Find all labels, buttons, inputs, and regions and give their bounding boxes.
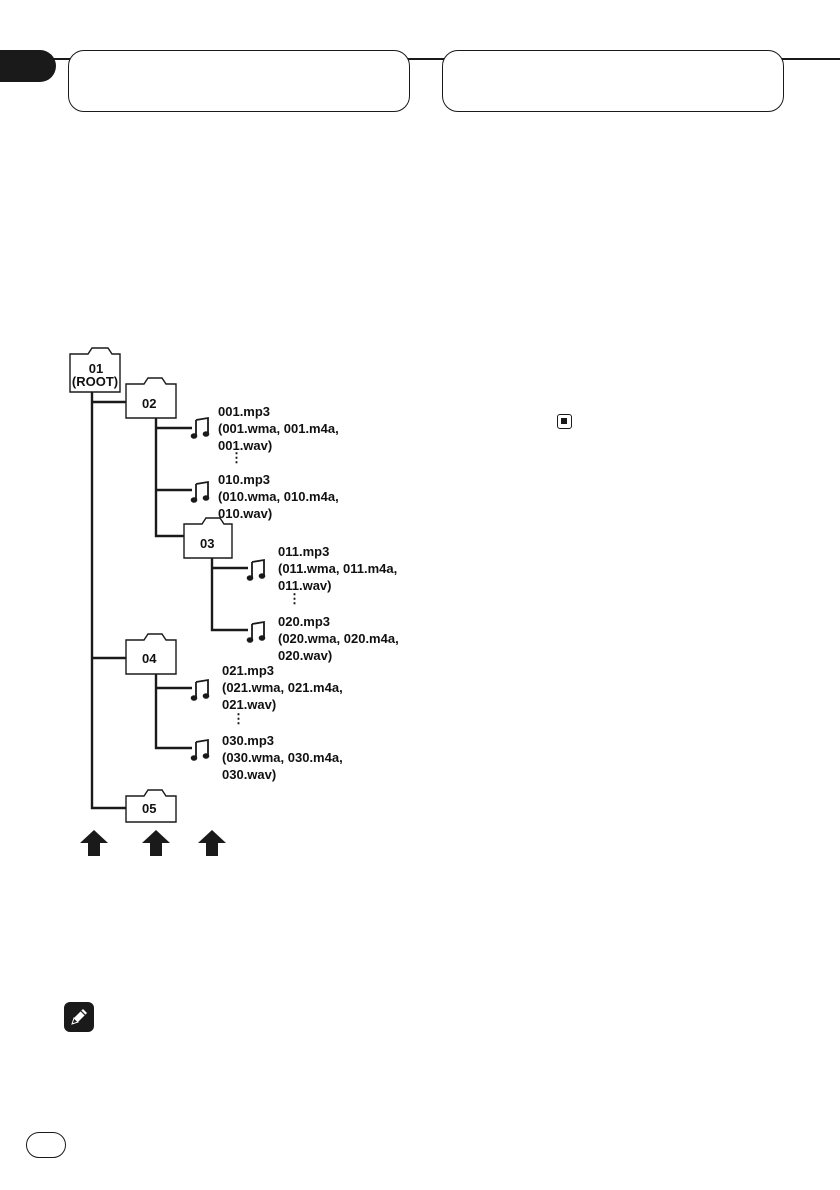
folder-root-label: (ROOT) [71, 374, 119, 389]
music-note-icon-1 [190, 416, 210, 439]
folder-icon-04 [125, 633, 177, 675]
file-name-4: 020.mp3 [278, 614, 331, 629]
folder-icon-02 [125, 377, 177, 419]
file-name-6: 030.mp3 [222, 733, 275, 748]
music-note-icon-6 [190, 738, 210, 761]
file-last-2: 010.wav) [218, 506, 273, 521]
file-alts-1: (001.wma, 001.m4a, [218, 421, 339, 436]
file-last-6: 030.wav) [222, 767, 277, 782]
folder-icon-root [69, 347, 121, 393]
folder-04-label: 04 [142, 651, 157, 666]
music-note-icon-3 [246, 558, 266, 581]
file-name-2: 010.mp3 [218, 472, 271, 487]
pencil-note-icon [64, 1002, 94, 1032]
file-alts-4: (020.wma, 020.m4a, [278, 631, 399, 646]
header-box-right [442, 50, 784, 112]
up-arrow-icon-2 [142, 830, 170, 856]
folder-icon-03 [183, 517, 233, 559]
file-last-1: 001.wav) [218, 438, 273, 453]
folder-root-number: 01 [88, 361, 104, 376]
file-name-1: 001.mp3 [218, 404, 271, 419]
up-arrow-icon-1 [80, 830, 108, 856]
file-alts-6: (030.wma, 030.m4a, [222, 750, 343, 765]
music-note-icon-2 [190, 480, 210, 503]
music-note-icon-4 [246, 620, 266, 643]
file-name-3: 011.mp3 [278, 544, 330, 559]
file-last-3: 011.wav) [278, 578, 332, 593]
tree-lines [90, 392, 248, 810]
file-alts-2: (010.wma, 010.m4a, [218, 489, 339, 504]
folder-icon-05 [125, 789, 177, 823]
music-note-icon-5 [190, 678, 210, 701]
page-number-oval [26, 1132, 66, 1158]
folder-tree-diagram [69, 347, 266, 856]
file-name-5: 021.mp3 [222, 663, 275, 678]
folder-02-label: 02 [142, 396, 157, 411]
ellipsis-3: ⋮ [232, 711, 245, 726]
up-arrow-icon-3 [198, 830, 226, 856]
file-alts-5: (021.wma, 021.m4a, [222, 680, 343, 695]
ellipsis-2: ⋮ [288, 591, 301, 606]
stop-icon [557, 414, 572, 429]
file-last-4: 020.wav) [278, 648, 333, 663]
file-last-5: 021.wav) [222, 697, 277, 712]
folder-05-label: 05 [142, 801, 157, 816]
top-rule [0, 58, 840, 60]
section-tab [0, 50, 56, 82]
ellipsis-1: ⋮ [230, 450, 243, 465]
header-box-left [68, 50, 410, 112]
file-alts-3: (011.wma, 011.m4a, [278, 561, 398, 576]
folder-03-label: 03 [200, 536, 215, 551]
